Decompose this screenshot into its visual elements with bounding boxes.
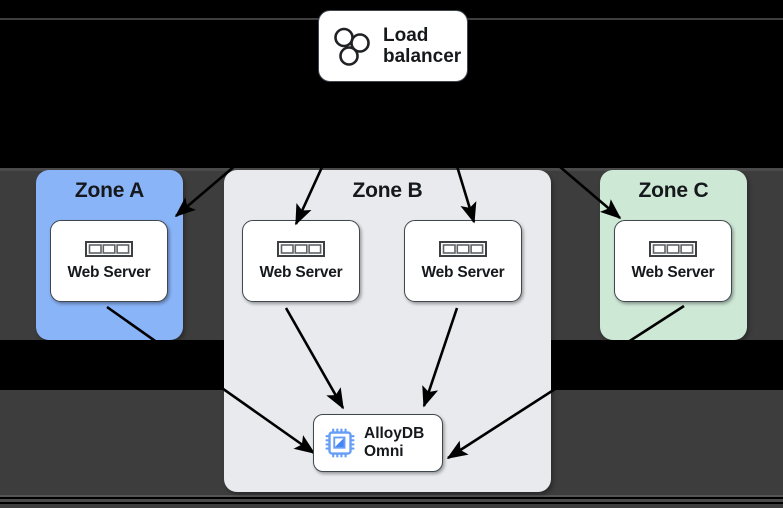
cpu-chip-icon <box>325 428 355 458</box>
zone-a-web-server[interactable]: Web Server <box>50 220 168 302</box>
zone-c-web-server-label: Web Server <box>631 263 715 281</box>
zone-c-title: Zone C <box>638 179 709 202</box>
load-balancer-label: Load balancer <box>383 24 462 67</box>
background-band <box>0 495 783 497</box>
server-rack-icon <box>439 240 487 257</box>
background-band <box>0 499 783 502</box>
zone-a-container[interactable]: Zone A Web Server <box>36 170 183 340</box>
background-band <box>0 168 783 171</box>
zone-b-web-server-2-label: Web Server <box>421 263 505 281</box>
server-rack-icon <box>85 240 133 257</box>
zone-b-web-server-1-label: Web Server <box>259 263 343 281</box>
three-circles-icon <box>334 27 370 66</box>
zone-b-web-server-1[interactable]: Web Server <box>242 220 360 302</box>
background-band <box>0 504 783 508</box>
zone-b-web-server-2[interactable]: Web Server <box>404 220 522 302</box>
zone-a-title: Zone A <box>74 179 145 202</box>
server-rack-icon <box>277 240 325 257</box>
zone-b-title: Zone B <box>352 179 423 202</box>
zone-c-container[interactable]: Zone C Web Server <box>600 170 747 340</box>
zone-a-web-server-label: Web Server <box>67 263 151 281</box>
server-rack-icon <box>649 240 697 257</box>
alloydb-omni-node[interactable]: AlloyDB Omni <box>313 414 443 472</box>
zone-c-web-server[interactable]: Web Server <box>614 220 732 302</box>
load-balancer-node[interactable]: Load balancer <box>318 10 468 82</box>
alloydb-omni-label: AlloyDB Omni <box>364 425 425 460</box>
